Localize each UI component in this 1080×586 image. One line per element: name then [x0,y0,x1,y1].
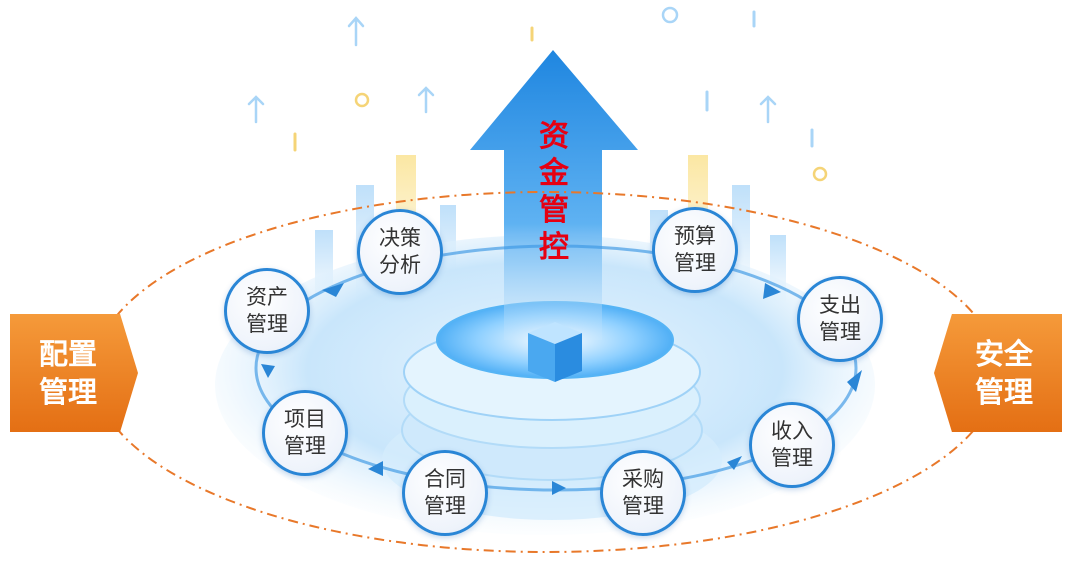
node-label: 收入管理 [771,419,813,470]
node-label: 资产管理 [246,285,288,336]
floating-decorations [247,6,828,182]
center-title: 资金管控 [539,119,569,265]
center-cube [528,322,582,382]
node-expenditure-management: 支出管理 [797,276,883,362]
node-asset-management: 资产管理 [224,268,310,354]
node-label: 项目管理 [284,407,326,458]
main-arrow [470,50,638,340]
node-label: 合同管理 [424,467,466,518]
node-label: 采购管理 [622,467,664,518]
node-budget-management: 预算管理 [652,207,738,293]
ring-flow-arrows [261,283,862,495]
node-label: 决策分析 [379,226,421,277]
node-decision-analysis: 决策分析 [357,209,443,295]
config-management-label: 配置管理 [38,337,97,409]
node-label: 支出管理 [819,293,861,344]
security-management-label: 安全管理 [974,337,1033,409]
node-label: 预算管理 [674,224,716,275]
node-project-management: 项目管理 [262,390,348,476]
node-procurement-management: 采购管理 [600,450,686,536]
config-management-tag: 配置管理 [10,314,138,432]
security-management-tag: 安全管理 [934,314,1062,432]
node-income-management: 收入管理 [749,402,835,488]
node-contract-management: 合同管理 [402,450,488,536]
